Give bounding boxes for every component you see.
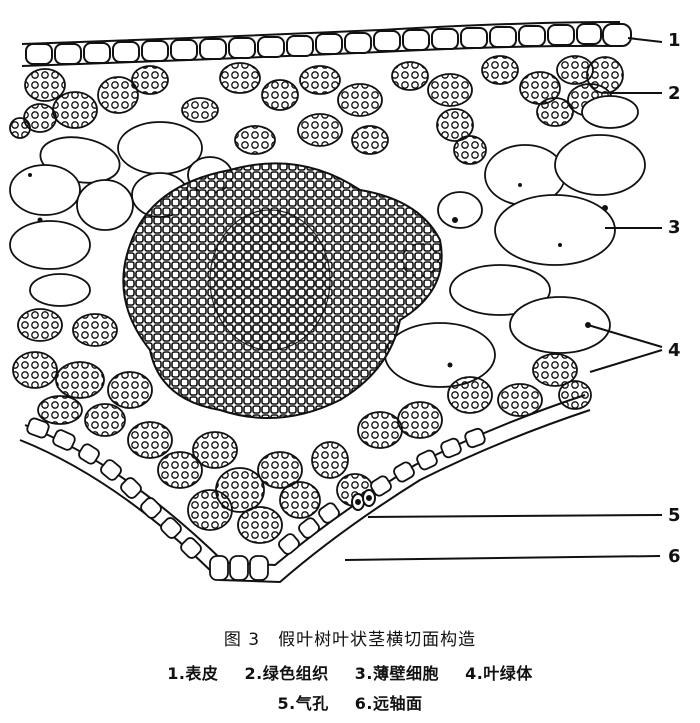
figure-legend-row-2: 5.气孔 6.远轴面 — [0, 690, 700, 714]
label-2: 2 — [668, 83, 681, 104]
figure-caption-title: 图 3 假叶树叶状茎横切面构造 — [223, 630, 477, 650]
figure-legend-row-1: 1.表皮 2.绿色组织 3.薄壁细胞 4.叶绿体 — [0, 660, 700, 684]
label-4: 4 — [668, 340, 681, 361]
legend-stoma: 5.气孔 — [277, 694, 329, 713]
legend-abaxial-surface: 6.远轴面 — [354, 694, 423, 713]
vascular-bundle — [122, 162, 443, 419]
label-1: 1 — [668, 30, 681, 51]
legend-parenchyma: 3.薄壁细胞 — [354, 664, 439, 683]
label-5: 5 — [668, 505, 681, 526]
leader-lines — [344, 37, 663, 561]
green-tissue-upper — [9, 55, 624, 165]
green-tissue-lower — [12, 308, 592, 544]
cross-section-illustration: 1 2 3 4 5 6 — [9, 21, 681, 584]
legend-green-tissue: 2.绿色组织 — [244, 664, 329, 683]
cross-section-drawing — [9, 21, 663, 584]
label-6: 6 — [668, 546, 681, 567]
label-3: 3 — [668, 217, 681, 238]
parenchyma-dots — [28, 173, 608, 368]
stoma — [351, 489, 376, 511]
lower-epidermis-cells — [26, 417, 486, 581]
upper-epidermis-cells — [25, 23, 632, 65]
legend-epidermis: 1.表皮 — [167, 664, 219, 683]
legend-chloroplast: 4.叶绿体 — [465, 664, 533, 683]
